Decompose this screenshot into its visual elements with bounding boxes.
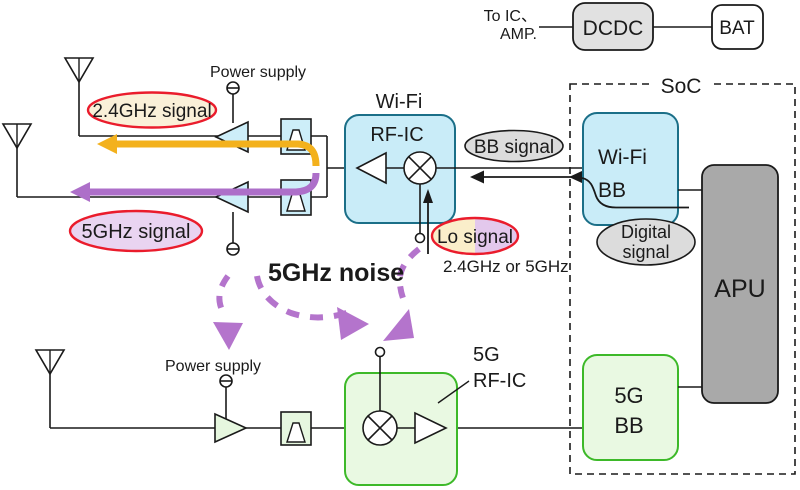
wifi-rfic-label-inside: RF-IC bbox=[370, 124, 423, 146]
wifi-amplifier-icon bbox=[355, 151, 387, 185]
apu-box bbox=[701, 164, 779, 404]
filter-5g-glyph bbox=[286, 422, 306, 443]
wifi-bb-label-line1: Wi-Fi bbox=[598, 146, 647, 169]
amp-5ghz-icon bbox=[214, 180, 249, 214]
bat-box bbox=[711, 4, 764, 50]
wifi-lo-terminal bbox=[414, 232, 426, 244]
amp-5g-icon bbox=[214, 412, 248, 444]
noise-arrowhead-left bbox=[213, 322, 243, 350]
signal-24ghz-badge bbox=[86, 91, 218, 129]
fiveg-mixer-x2 bbox=[367, 415, 393, 441]
noise-arrowhead-middle bbox=[337, 307, 369, 340]
soc-label: SoC bbox=[661, 75, 702, 98]
fiveg-lo-terminal bbox=[374, 346, 386, 358]
dcdc-label: DCDC bbox=[583, 17, 644, 40]
fiveg-bb-label-line2: BB bbox=[614, 413, 643, 438]
fiveg-rfic-label-line1: 5G bbox=[473, 344, 500, 366]
apu-label: APU bbox=[714, 275, 765, 303]
fiveg-rfic-pointer-line bbox=[437, 380, 470, 404]
signal-arrowhead-5ghz bbox=[70, 182, 90, 202]
bb-tx-arrowhead-left bbox=[470, 170, 484, 184]
power-supply-label-bottom: Power supply bbox=[165, 358, 261, 375]
to-ic-label-line2: AMP. bbox=[500, 26, 537, 43]
fiveg-bb-label-line1: 5G bbox=[614, 383, 643, 408]
noise-path-left bbox=[216, 274, 231, 316]
to-ic-label-line1: To IC、 bbox=[484, 8, 537, 25]
lo-signal-sub-label: 2.4GHz or 5GHz bbox=[443, 257, 569, 276]
lo-up-arrowhead bbox=[423, 189, 433, 203]
digital-signal-curve bbox=[581, 177, 689, 209]
wifi-mixer-x2 bbox=[408, 156, 432, 180]
bat-label: BAT bbox=[719, 18, 755, 39]
noise-path-middle bbox=[254, 275, 351, 321]
bb-signal-badge bbox=[464, 129, 564, 163]
bb-tx-arrowhead-right bbox=[569, 170, 583, 184]
noise-arrowhead-right bbox=[383, 309, 414, 341]
digital-signal-badge bbox=[596, 218, 696, 266]
lo-signal-label: Lo signal bbox=[437, 227, 513, 248]
signal-arrow-24ghz bbox=[104, 140, 320, 167]
soc-label-bg bbox=[650, 72, 712, 96]
signal-arrowhead-24ghz bbox=[97, 134, 117, 154]
digital-signal-label-line2: signal bbox=[622, 242, 669, 262]
bb-signal-label: BB signal bbox=[474, 137, 554, 158]
signal-5ghz-badge bbox=[68, 209, 204, 253]
fiveg-amplifier-icon bbox=[414, 411, 448, 445]
signal-24ghz-label: 2.4GHz signal bbox=[92, 101, 211, 122]
fiveg-rfic-box bbox=[344, 372, 458, 486]
fiveg-bb-box bbox=[582, 354, 679, 461]
lo-signal-badge bbox=[430, 216, 520, 256]
signal-arrow-5ghz bbox=[79, 172, 320, 196]
digital-signal-label-line1: Digital bbox=[621, 222, 671, 242]
fiveg-rfic-label-line2: RF-IC bbox=[473, 370, 526, 392]
wifi-rfic-label-above: Wi-Fi bbox=[376, 91, 423, 113]
signal-5ghz-label: 5GHz signal bbox=[82, 221, 191, 243]
wifi-bb-label-line2: BB bbox=[598, 179, 626, 202]
power-supply-label-top: Power supply bbox=[210, 64, 306, 81]
noise-label: 5GHz noise bbox=[268, 259, 404, 287]
